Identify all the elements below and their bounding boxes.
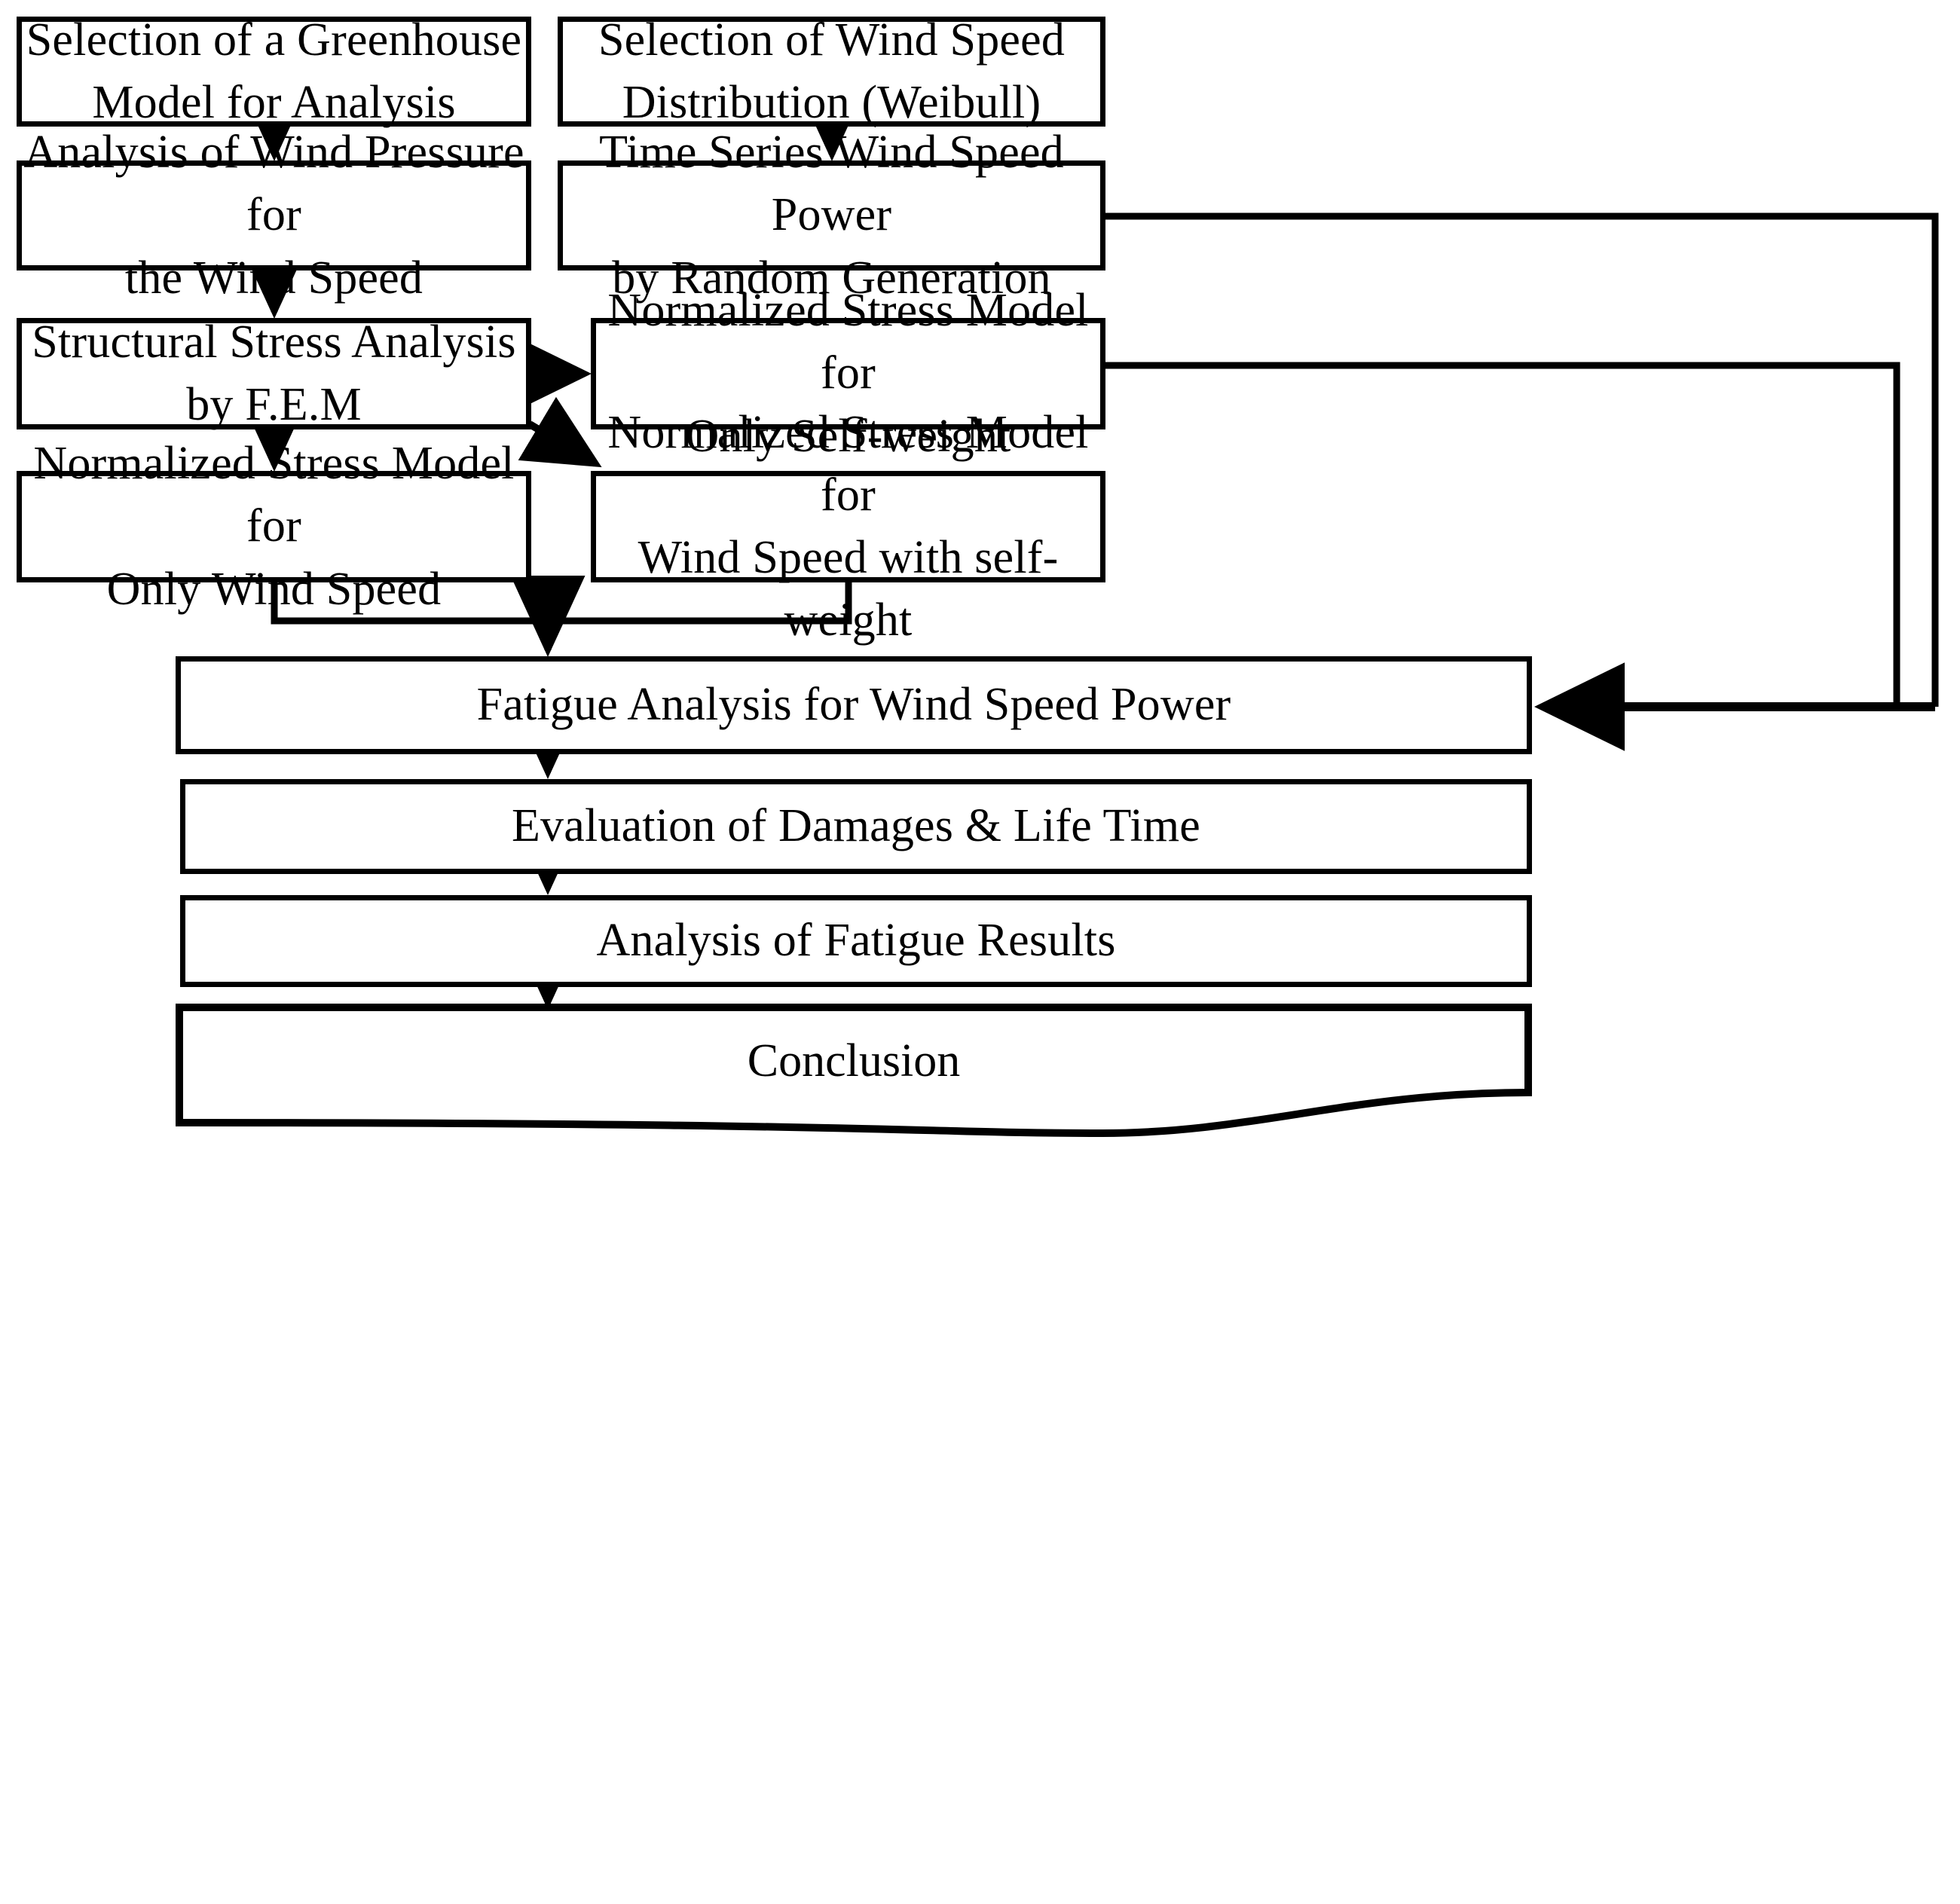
node-normalized-stress-model-self-weight[interactable]: Normalized Stress Model for Only Self-we… [591, 285, 1105, 462]
node-analysis-fatigue-results[interactable]: Analysis of Fatigue Results [180, 895, 1532, 987]
edge-n5-n8 [518, 396, 602, 468]
edge-feedback-n6-to-n9 [1105, 362, 1900, 707]
node-conclusion[interactable]: Conclusion [176, 1004, 1532, 1139]
edge-feedback-n4-to-n9 [1105, 212, 1939, 707]
node-selection-wind-speed-distribution[interactable]: Selection of Wind Speed Distribution (We… [558, 14, 1105, 128]
node-structural-stress-analysis-fem[interactable]: Structural Stress Analysis by F.E.M [17, 316, 531, 430]
node-time-series-wind-speed-power[interactable]: Time Series Wind Speed Power by Random G… [558, 127, 1105, 304]
node-conclusion-label: Conclusion [747, 1035, 961, 1086]
node-analysis-wind-pressure[interactable]: Analysis of Wind Pressure for the Wind S… [17, 127, 531, 304]
node-normalized-stress-model-wind-speed[interactable]: Normalized Stress Model for Only Wind Sp… [17, 438, 531, 615]
document-shape-wavy-bottom [176, 1004, 1532, 1139]
node-fatigue-analysis-wind-speed-power[interactable]: Fatigue Analysis for Wind Speed Power [176, 656, 1532, 754]
node-normalized-stress-model-wind-with-self-weight[interactable]: Normalized Stress Model for Wind Speed w… [591, 407, 1105, 646]
node-selection-greenhouse-model[interactable]: Selection of a Greenhouse Model for Anal… [17, 14, 531, 128]
node-evaluation-damages-life-time[interactable]: Evaluation of Damages & Life Time [180, 779, 1532, 874]
